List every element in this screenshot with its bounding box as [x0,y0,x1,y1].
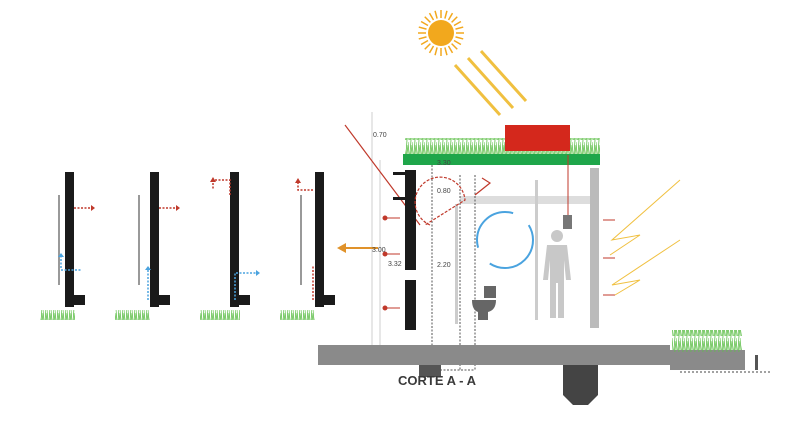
reflected-sun-lines [609,179,681,296]
sun-ray [455,36,464,40]
left-wall-lower [405,280,416,330]
airflow-circle [476,211,534,269]
sun-icon [418,10,464,56]
sun-ray [453,39,462,46]
dim-window-height: 0.80 [437,188,451,195]
green-roof-grass [405,138,600,154]
sun-ray [434,10,438,19]
roof-slab [403,154,600,165]
heat-arrows [382,215,615,311]
water-heater [563,215,572,229]
sun-ray [451,43,458,50]
sun-ray [444,47,448,56]
sun-ray [418,26,427,30]
dim-total-height: 3.00 [372,247,386,254]
solar-panel [505,125,570,151]
heat-out-arrow [337,243,378,253]
wall-detail-3 [200,172,260,320]
sun-ray [428,12,435,21]
toilet-icon [472,286,496,320]
wall-ventilation-details [40,172,335,320]
left-wall-upper [405,170,416,270]
building-section [318,112,770,405]
person-icon [543,230,571,318]
sun-ray [447,45,454,54]
sun-ray [453,20,462,27]
sun-ray [444,10,448,19]
wall-detail-4 [280,172,335,320]
sun-ray [447,12,454,21]
dim-interior-height: 2.20 [437,262,451,269]
section-title: CORTE A - A [398,373,477,388]
sun-ray [418,36,427,40]
floor-slab [318,345,670,365]
sun-ray [420,39,429,46]
drain-pipe [419,365,441,377]
sun-ray [455,26,464,30]
sun-ray [424,43,431,50]
dim-wall-height: 3.32 [388,261,402,268]
sun-ray [424,16,431,23]
planter-grass [672,330,742,352]
dim-roof-width: 3.30 [437,160,451,167]
wall-detail-1 [40,172,95,320]
wall-detail-2 [115,172,180,320]
planter-box [670,350,745,370]
sun-ray [428,45,435,54]
sun-ray [451,16,458,23]
sun-ray [434,47,438,56]
foundation [563,365,598,405]
right-wall [590,168,599,328]
sunlight-rays [453,49,528,117]
dim-top-gap: 0.70 [373,132,387,139]
sun-ray [420,20,429,27]
